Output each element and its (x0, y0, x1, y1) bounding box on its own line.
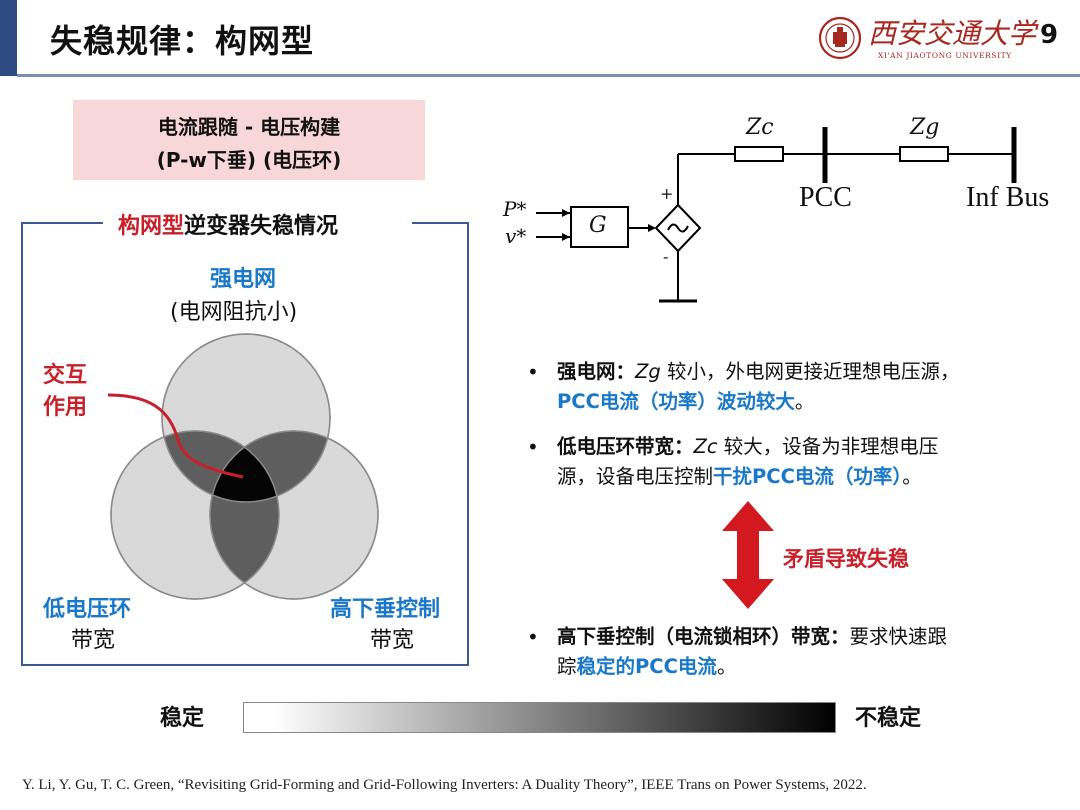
control-mode-line-1: 电流跟随 - 电压构建 (157, 115, 341, 139)
interaction-label-line-2: 作用 (43, 395, 88, 420)
university-seal-icon (818, 16, 862, 60)
b3-text: 要求快速跟 (849, 625, 948, 648)
university-name-cn: 西安交通大学 (868, 17, 1037, 50)
interaction-label-line-1: 交互 (43, 363, 88, 388)
university-logo: 西安交通大学 XI'AN JIAOTONG UNIVERSITY (818, 10, 1036, 66)
university-name-en: XI'AN JIAOTONG UNIVERSITY (878, 51, 1012, 60)
strong-grid-label: 强电网 (210, 267, 277, 292)
venn-panel-title: 构网型逆变器失稳情况 (118, 208, 338, 240)
b2-text-2: 源，设备电压控制 (557, 465, 714, 488)
b1-text: 较小，外电网更接近理想电压源， (660, 360, 960, 383)
b3-highlight: 稳定的PCC电流 (576, 655, 717, 678)
b3-text-2: 踪 (557, 655, 577, 678)
title-accent-bar (0, 0, 17, 76)
b2-text: 较大，设备为非理想电压 (717, 435, 939, 458)
title-underline (17, 74, 1080, 77)
source-minus-label: - (663, 247, 669, 266)
bullet-dot-icon: • (527, 360, 539, 384)
frame-top-left-edge (21, 222, 103, 224)
b2-variable: Zc (693, 435, 718, 458)
low-voltage-loop-label: 低电压环 (43, 597, 132, 622)
b2-heading: 低电压环带宽： (557, 435, 694, 458)
strong-grid-sub: (电网阻抗小) (170, 300, 298, 325)
b3-end: 。 (716, 655, 737, 678)
g-block-label: G (589, 213, 607, 238)
b1-end: 。 (794, 390, 815, 413)
circuit-diagram (536, 127, 1017, 303)
p-star-label: P* (503, 197, 527, 221)
stability-gradient-bar (243, 702, 836, 733)
inf-bus-label: Inf Bus (966, 182, 1050, 213)
control-mode-box: 电流跟随 - 电压构建 (P-w下垂) (电压环) (73, 100, 425, 180)
v-star-label: v* (505, 224, 527, 248)
venn-panel-frame (21, 223, 469, 666)
zg-label: Zg (910, 115, 940, 140)
reference-citation: Y. Li, Y. Gu, T. C. Green, “Revisiting G… (22, 777, 867, 793)
b3-heading: 高下垂控制（电流锁相环）带宽： (557, 625, 850, 648)
conflict-label: 矛盾导致失稳 (783, 547, 909, 571)
stable-label: 稳定 (160, 706, 205, 731)
interaction-label: 交互 作用 (43, 360, 87, 424)
slide-title: 失稳规律：构网型 (50, 22, 315, 60)
b2-highlight: 干扰PCC电流（功率） (713, 465, 903, 488)
b1-variable: Zg (635, 360, 661, 383)
bullet-dot-icon: • (527, 625, 539, 649)
control-mode-line-2: (P-w下垂) (电压环) (156, 148, 342, 172)
high-droop-label: 高下垂控制 (330, 597, 441, 622)
unstable-label: 不稳定 (855, 706, 922, 731)
b1-heading: 强电网： (557, 360, 636, 383)
double-arrow-icon (722, 501, 774, 609)
venn-diagram (107, 333, 379, 600)
page-number: 9 (1040, 20, 1059, 50)
interaction-pointer-line (107, 393, 244, 479)
venn-title-rest: 逆变器失稳情况 (184, 214, 339, 239)
bullet-dot-icon: • (527, 435, 539, 459)
frame-top-right-edge (412, 222, 469, 224)
b2-end: 。 (902, 465, 922, 488)
zc-label: Zc (746, 115, 774, 140)
venn-title-highlight: 构网型 (118, 214, 185, 239)
source-plus-label: + (660, 184, 674, 203)
high-droop-sub: 带宽 (370, 628, 415, 653)
pcc-label: PCC (799, 182, 852, 213)
b1-highlight: PCC电流（功率）波动较大 (557, 390, 795, 413)
low-voltage-loop-sub: 带宽 (71, 628, 116, 653)
